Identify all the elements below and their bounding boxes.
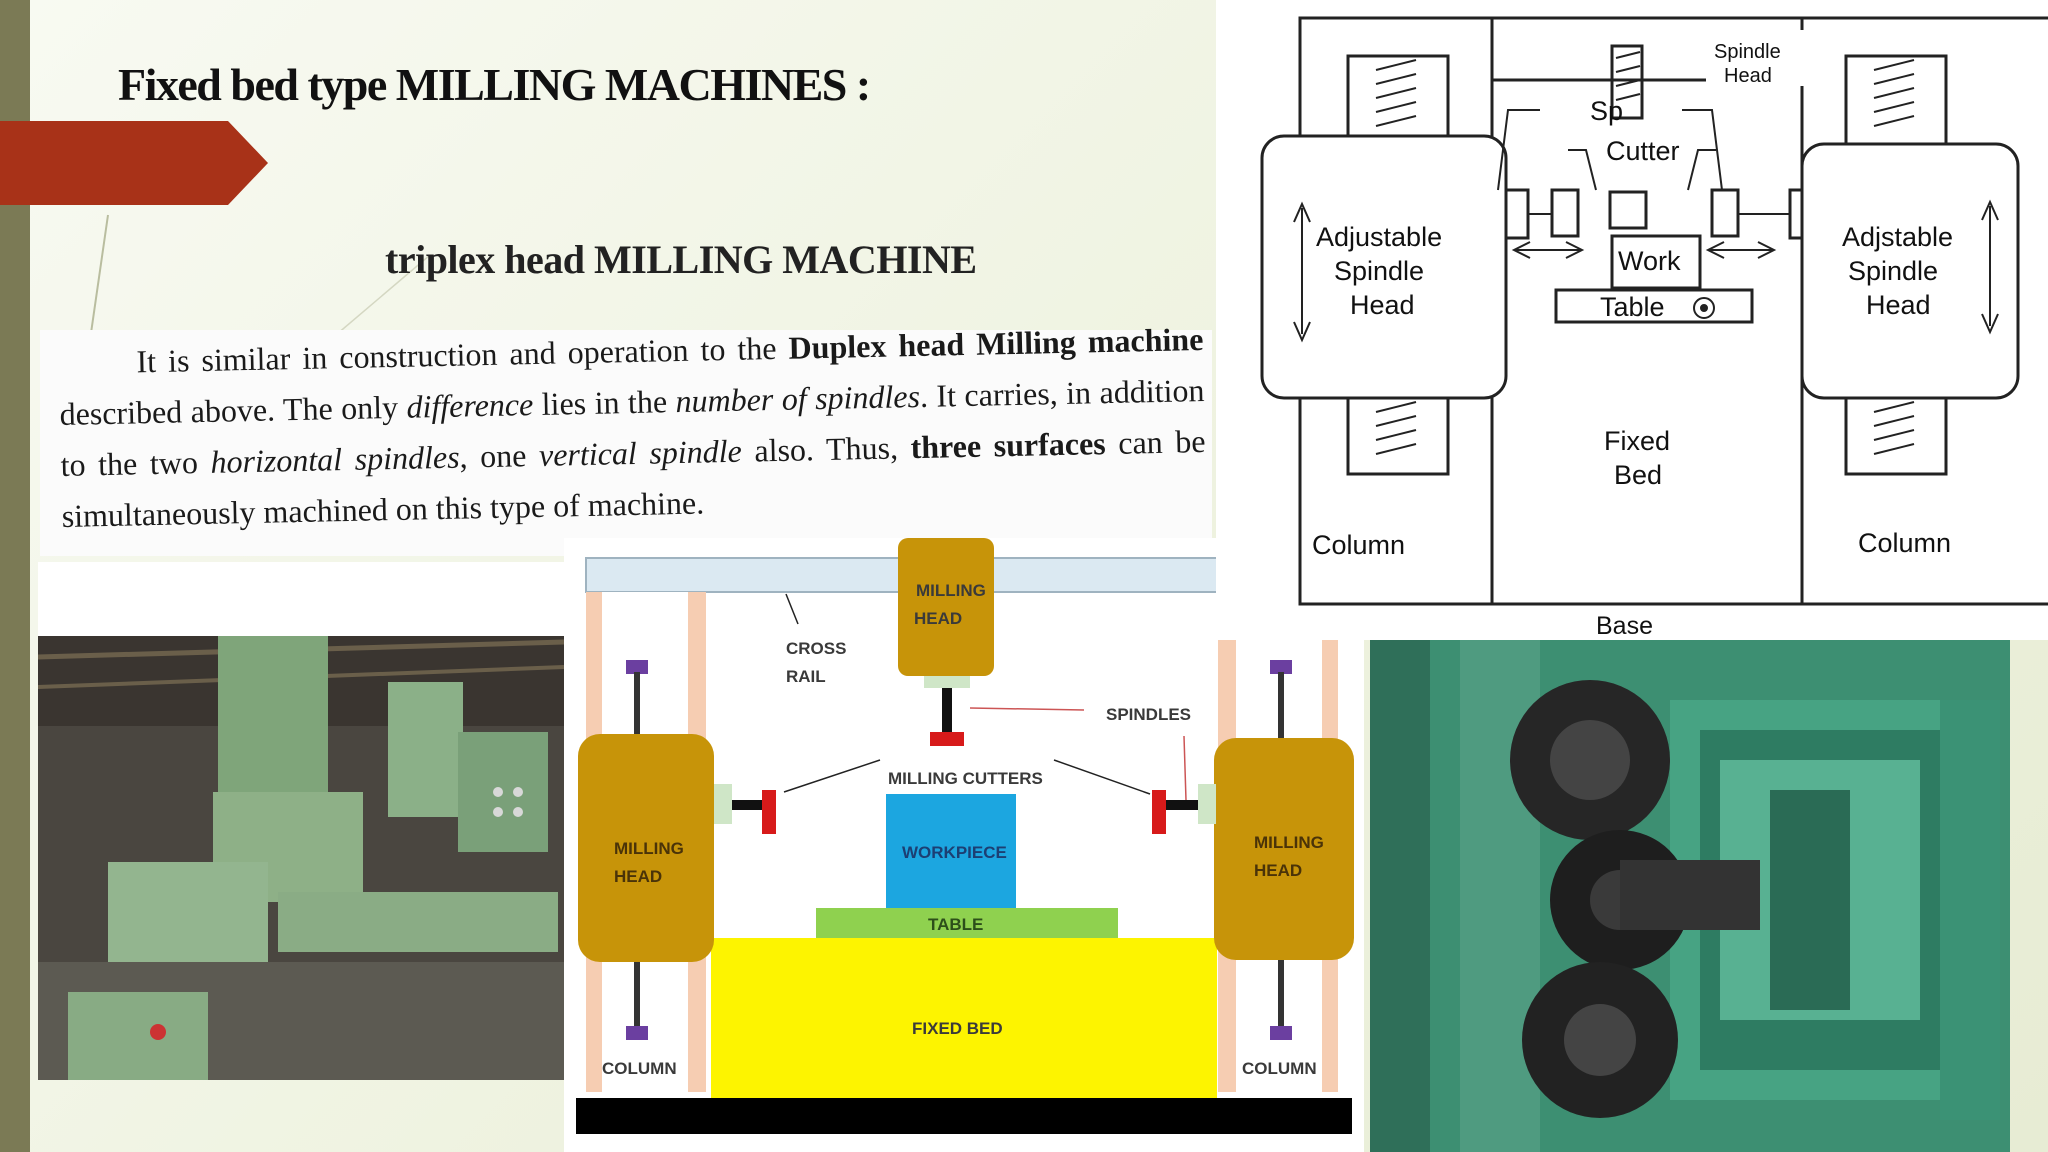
left-head-label-1: Adjustable xyxy=(1316,222,1442,252)
red-arrow-shape xyxy=(0,121,268,205)
left-head-label-2: Spindle xyxy=(1334,256,1424,286)
right-column-label: COLUMN xyxy=(1242,1059,1317,1078)
base-label: Base xyxy=(1596,612,1653,640)
spindle-head-label-2: Head xyxy=(1724,65,1772,87)
slide-subtitle: triplex head MILLING MACHINE xyxy=(385,237,977,282)
slide-title: Fixed bed type MILLING MACHINES : xyxy=(118,59,871,110)
left-head-label-3: Head xyxy=(1350,290,1415,320)
right-head-label-2: Spindle xyxy=(1848,256,1938,286)
base xyxy=(576,1098,1352,1134)
description-paragraph: It is similar in construction and operat… xyxy=(59,321,1206,534)
spindle-partial-label: Sp xyxy=(1590,96,1623,126)
right-head-label-1: Adjstable xyxy=(1842,222,1953,252)
right-column-label: Column xyxy=(1858,528,1951,558)
right-head-label-2: HEAD xyxy=(1254,861,1302,880)
left-head-label-2: HEAD xyxy=(614,867,662,886)
machine-photo-left xyxy=(38,562,564,1080)
table xyxy=(816,908,1118,938)
cross-rail-label-2: RAIL xyxy=(786,667,826,686)
right-head-label-3: Head xyxy=(1866,290,1931,320)
left-column-label: COLUMN xyxy=(602,1059,677,1078)
workpiece xyxy=(886,794,1016,908)
line-schematic-diagram: Spindle Head Sp Cutter Adjustable Spindl… xyxy=(1216,0,2048,640)
right-milling-head xyxy=(1214,738,1354,960)
colored-schematic-diagram: CROSS RAIL MILLING HEAD SPINDLES MILLING… xyxy=(564,538,1364,1152)
cutter-label: Cutter xyxy=(1606,136,1680,166)
work-label: Work xyxy=(1618,246,1681,276)
table-label: TABLE xyxy=(928,915,983,934)
fixed-bed-label: FIXED BED xyxy=(912,1019,1003,1038)
workpiece-label: WORKPIECE xyxy=(902,843,1007,862)
left-column-label: Column xyxy=(1312,530,1405,560)
left-milling-head xyxy=(578,734,714,962)
spindles-label: SPINDLES xyxy=(1106,705,1191,724)
milling-cutters-label: MILLING CUTTERS xyxy=(888,769,1043,788)
top-head-label-2: HEAD xyxy=(914,609,962,628)
machine-photo-right xyxy=(1370,640,2010,1152)
table-label: Table xyxy=(1600,292,1665,322)
top-head-label-1: MILLING xyxy=(916,581,986,600)
fixed-bed xyxy=(711,938,1217,1098)
fixed-bed-label-2: Bed xyxy=(1614,460,1662,490)
spindle-head-label-1: Spindle xyxy=(1714,41,1781,63)
left-head-label-1: MILLING xyxy=(614,839,684,858)
cross-rail-label-1: CROSS xyxy=(786,639,846,658)
paragraph-background xyxy=(40,330,1212,556)
top-milling-head xyxy=(898,538,994,676)
right-head-label-1: MILLING xyxy=(1254,833,1324,852)
fixed-bed-label-1: Fixed xyxy=(1604,426,1670,456)
